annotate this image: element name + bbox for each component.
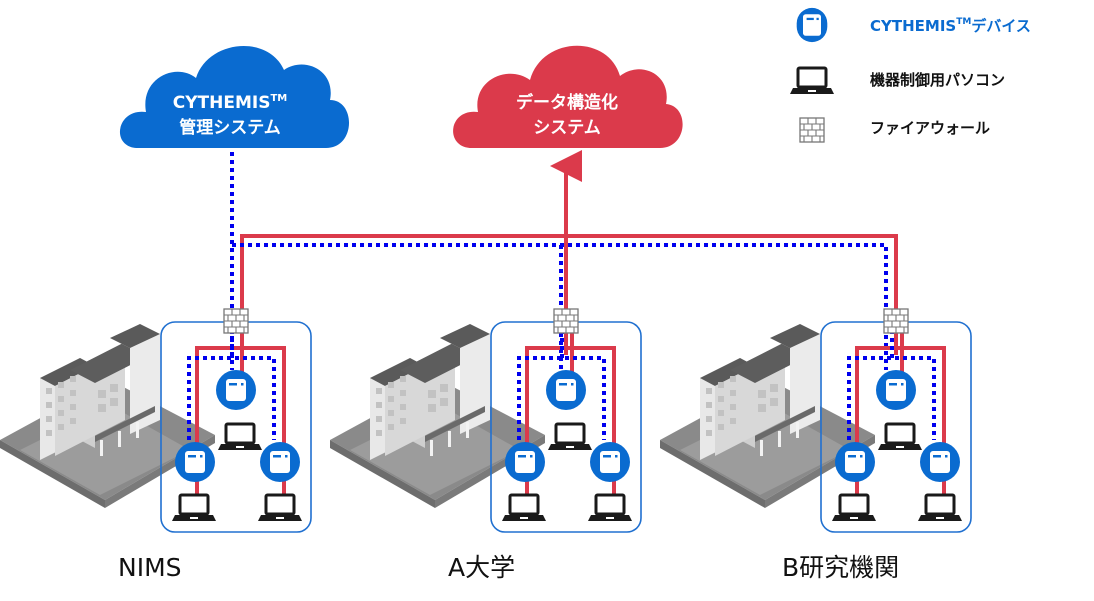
cythemis-device-icon [590, 442, 630, 482]
data-cloud-subtitle: システム [533, 118, 601, 138]
data-cloud-title: データ構造化 [516, 92, 618, 113]
laptop-icon [256, 493, 304, 523]
site-2: A大学 [330, 308, 642, 582]
legend-firewall-label: ファイアウォール [870, 119, 990, 137]
building-graphic [330, 324, 545, 508]
cythemis-device-icon [260, 442, 300, 482]
legend-device-item: CYTHEMISTMデバイス [796, 7, 1031, 43]
building-graphic [0, 324, 215, 508]
firewall-icon [799, 117, 825, 143]
cythemis-device-icon [216, 370, 256, 410]
site-label: B研究機関 [782, 553, 899, 582]
legend-firewall-item: ファイアウォール [799, 117, 990, 143]
building-graphic [660, 324, 875, 508]
laptop-icon [216, 422, 264, 452]
site-1: NIMS [0, 308, 312, 582]
cythemis-device-icon [835, 442, 875, 482]
legend-laptop-item: 機器制御用パソコン [788, 66, 1005, 96]
site-3: B研究機関 [660, 308, 972, 582]
laptop-icon [586, 493, 634, 523]
cythemis-device-icon [175, 442, 215, 482]
site-label: A大学 [448, 553, 515, 582]
management-cloud-title: CYTHEMISTM [173, 93, 288, 113]
cythemis-device-icon [920, 442, 960, 482]
laptop-icon [876, 422, 924, 452]
legend: CYTHEMISTMデバイス 機器制御用パソコン ファイアウォール [788, 7, 1031, 143]
laptop-icon [500, 493, 548, 523]
management-cloud-subtitle: 管理システム [179, 117, 281, 138]
laptop-icon [170, 493, 218, 523]
laptop-icon [546, 422, 594, 452]
firewall-icon [553, 308, 579, 334]
data-structuring-cloud: データ構造化 システム [453, 45, 683, 148]
firewall-icon [883, 308, 909, 334]
management-cloud: CYTHEMISTM 管理システム [119, 46, 350, 148]
legend-laptop-label: 機器制御用パソコン [870, 71, 1005, 89]
laptop-icon [916, 493, 964, 523]
firewall-icon [223, 308, 249, 334]
laptop-icon [830, 493, 878, 523]
site-label: NIMS [118, 553, 182, 582]
cythemis-device-icon [546, 370, 586, 410]
cythemis-device-icon [505, 442, 545, 482]
legend-device-label: CYTHEMISTMデバイス [870, 17, 1031, 35]
laptop-icon [788, 66, 836, 96]
cythemis-device-icon [876, 370, 916, 410]
